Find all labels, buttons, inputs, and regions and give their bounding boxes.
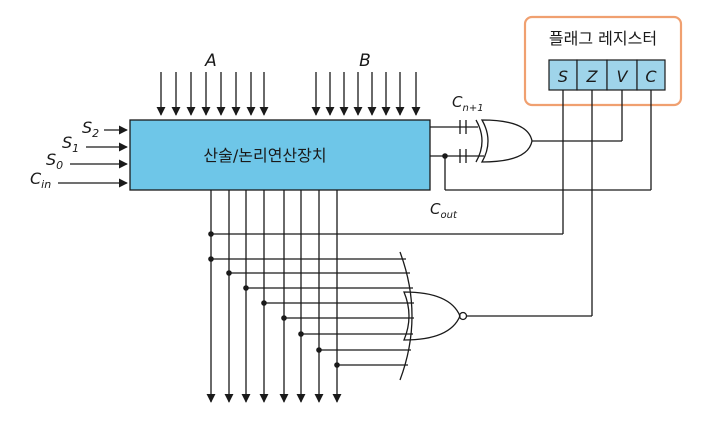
select-s1-label: S1	[62, 133, 79, 155]
input-a-label: A	[204, 51, 217, 71]
flag-label-z: Z	[586, 67, 599, 86]
sign-wire	[208, 90, 564, 237]
input-b-label: B	[359, 51, 371, 71]
alu-box	[129, 119, 431, 191]
alu-label: 산술/논리연산장치	[203, 146, 326, 165]
input-b-bus	[311, 72, 421, 116]
flag-cell-z	[576, 59, 608, 91]
carry-out-label: Cout	[430, 200, 458, 221]
select-s2-label: S2	[82, 118, 99, 140]
select-s0-label: S0	[46, 150, 63, 172]
nor-inputs	[208, 256, 414, 368]
xor-gate	[475, 90, 623, 163]
flag-cell-s	[548, 59, 578, 91]
flag-register-title: 플래그 레지스터	[549, 29, 657, 48]
carry-wires	[430, 90, 652, 191]
select-inputs	[58, 125, 128, 188]
flag-label-v: V	[617, 67, 629, 86]
carry-n1-label: Cn+1	[452, 93, 484, 114]
carry-break-marks	[459, 120, 467, 163]
output-bus	[206, 190, 342, 403]
flag-label-s: S	[558, 67, 568, 86]
flag-label-c: C	[645, 67, 657, 86]
nor-gate	[399, 90, 593, 381]
flag-cell-v	[606, 59, 638, 91]
carry-in-label: Cin	[30, 169, 51, 191]
flag-cells: S Z V C	[548, 59, 666, 91]
input-a-bus	[156, 72, 269, 116]
